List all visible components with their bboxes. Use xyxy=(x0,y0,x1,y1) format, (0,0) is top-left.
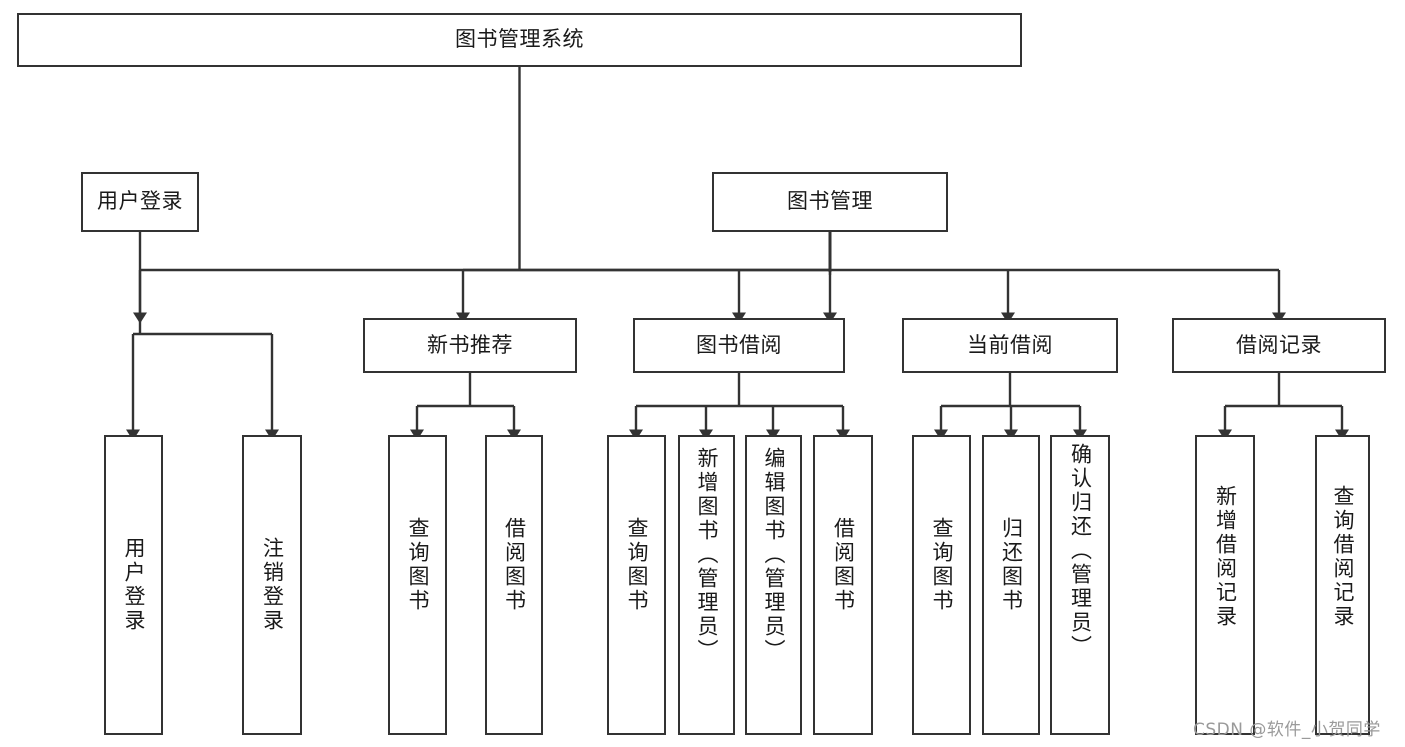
leaf-label: 查询图书 xyxy=(929,517,954,613)
leaf-label: 新增图书（管理员） xyxy=(694,447,719,663)
leaf-query-book-recommend[interactable]: 查询图书 xyxy=(388,435,447,735)
leaf-add-borrow-record[interactable]: 新增借阅记录 xyxy=(1195,435,1255,735)
leaf-label: 新增借阅记录 xyxy=(1213,485,1238,629)
leaf-return-book[interactable]: 归还图书 xyxy=(982,435,1040,735)
leaf-label: 编辑图书（管理员） xyxy=(761,447,786,663)
node-label: 图书管理 xyxy=(787,189,873,214)
leaf-borrow-book-recommend[interactable]: 借阅图书 xyxy=(485,435,543,735)
node-current-borrow[interactable]: 当前借阅 xyxy=(902,318,1118,373)
leaf-label: 用户登录 xyxy=(121,537,146,633)
node-label: 新书推荐 xyxy=(427,332,513,357)
leaf-borrow-book[interactable]: 借阅图书 xyxy=(813,435,873,735)
leaf-label: 注销登录 xyxy=(260,537,285,633)
leaf-query-book-borrow[interactable]: 查询图书 xyxy=(607,435,666,735)
leaf-query-borrow-record[interactable]: 查询借阅记录 xyxy=(1315,435,1370,735)
node-book-borrow[interactable]: 图书借阅 xyxy=(633,318,845,373)
leaf-label: 归还图书 xyxy=(999,517,1024,613)
leaf-user-login[interactable]: 用户登录 xyxy=(104,435,163,735)
node-root[interactable]: 图书管理系统 xyxy=(17,13,1022,67)
node-borrow-records[interactable]: 借阅记录 xyxy=(1172,318,1386,373)
leaf-label: 查询图书 xyxy=(624,517,649,613)
node-new-book-recommend[interactable]: 新书推荐 xyxy=(363,318,577,373)
leaf-query-book-current[interactable]: 查询图书 xyxy=(912,435,971,735)
leaf-user-logout[interactable]: 注销登录 xyxy=(242,435,302,735)
csdn-watermark: CSDN @软件_小贺同学 xyxy=(1193,720,1381,740)
node-label: 用户登录 xyxy=(97,189,183,214)
leaf-confirm-return-admin[interactable]: 确认归还（管理员） xyxy=(1050,435,1110,735)
leaf-label: 借阅图书 xyxy=(831,517,856,613)
node-label: 图书借阅 xyxy=(696,332,782,357)
leaf-edit-book-admin[interactable]: 编辑图书（管理员） xyxy=(745,435,802,735)
node-label: 借阅记录 xyxy=(1236,332,1322,357)
leaf-label: 确认归还（管理员） xyxy=(1068,443,1093,659)
leaf-label: 查询借阅记录 xyxy=(1330,485,1355,629)
node-label: 当前借阅 xyxy=(967,332,1053,357)
leaf-add-book-admin[interactable]: 新增图书（管理员） xyxy=(678,435,735,735)
leaf-label: 查询图书 xyxy=(405,517,430,613)
node-user-login[interactable]: 用户登录 xyxy=(81,172,199,232)
leaf-label: 借阅图书 xyxy=(502,517,527,613)
node-book-management[interactable]: 图书管理 xyxy=(712,172,948,232)
node-root-label: 图书管理系统 xyxy=(455,27,584,52)
